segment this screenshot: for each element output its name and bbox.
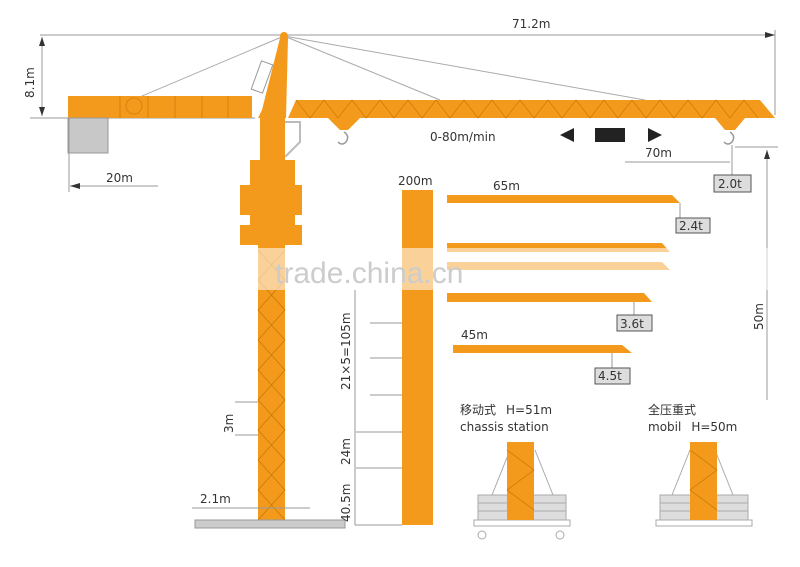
trolley-icon <box>595 128 625 142</box>
arrow-left-icon <box>560 128 574 142</box>
section-height-label: 3m <box>222 414 236 433</box>
counter-jib <box>68 96 252 118</box>
jib-option-45: 45m 4.5t <box>453 328 632 385</box>
hook-icon <box>337 131 349 145</box>
jib <box>288 99 775 145</box>
arrow-right-icon <box>648 128 662 142</box>
svg-text:24m: 24m <box>339 438 353 465</box>
dim-jib-reach: 70m <box>625 145 778 175</box>
counterweight <box>67 117 109 154</box>
dim-section: 3m <box>222 401 258 436</box>
top-height-label: 8.1m <box>23 67 37 98</box>
ground <box>194 519 346 529</box>
ladder <box>250 60 274 94</box>
mast-width-label: 2.1m <box>200 492 231 506</box>
jib-reach-label: 70m <box>645 146 672 160</box>
load-box: 2.0t <box>713 174 752 193</box>
jib-option-3-6: 3.6t <box>447 293 653 332</box>
svg-text:2.4t: 2.4t <box>679 219 703 233</box>
svg-text:3.6t: 3.6t <box>620 317 644 331</box>
max-height-column: 200m 21×5=105m 24m 40.5m <box>339 174 433 526</box>
hook-icon <box>723 131 735 145</box>
trolley-speed-label: 0-80m/min <box>430 130 496 144</box>
svg-text:2.0t: 2.0t <box>718 177 742 191</box>
svg-text:4.5t: 4.5t <box>598 369 622 383</box>
total-length-label: 71.2m <box>512 17 550 31</box>
svg-text:全压重式: 全压重式 <box>648 402 696 417</box>
svg-text:200m: 200m <box>398 174 433 188</box>
svg-text:45m: 45m <box>461 328 488 342</box>
jib-option-65: 65m 2.4t <box>447 179 711 234</box>
watermark-band <box>250 248 790 290</box>
svg-text:40.5m: 40.5m <box>339 484 353 522</box>
dim-mast-width: 2.1m <box>192 492 310 509</box>
watermark: trade.china.cn <box>275 257 463 290</box>
dim-counter-jib: 20m <box>68 118 158 192</box>
mast <box>240 118 302 521</box>
counter-jib-label: 20m <box>106 171 133 185</box>
dim-total-length: 71.2m <box>40 17 776 115</box>
svg-text:chassis station: chassis station <box>460 420 549 434</box>
tower-head <box>258 38 288 118</box>
svg-text:21×5=105m: 21×5=105m <box>339 312 353 390</box>
svg-text:50m: 50m <box>752 303 766 330</box>
svg-text:65m: 65m <box>493 179 520 193</box>
